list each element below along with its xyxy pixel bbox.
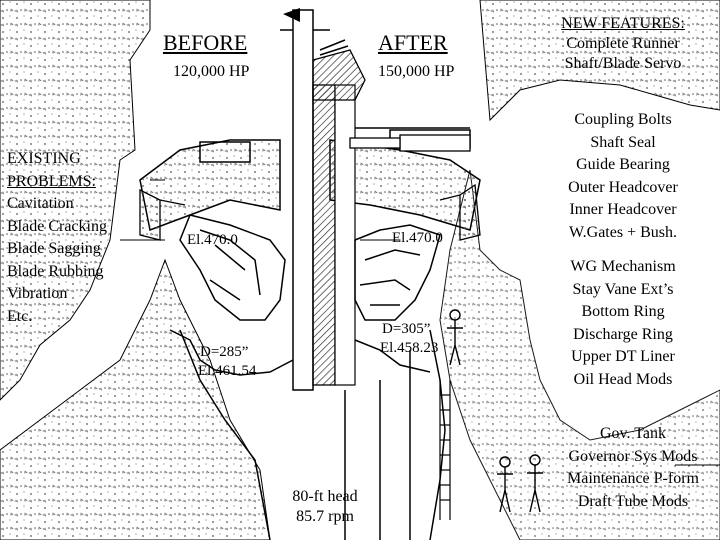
before-horsepower: 120,000 HP [173, 63, 250, 80]
feature-item: Discharge Ring [573, 325, 673, 343]
existing-problems-list: EXISTING PROBLEMS: Cavitation Blade Crac… [7, 148, 107, 328]
speed-value: 85.7 rpm [296, 508, 354, 525]
before-heading: BEFORE [163, 30, 248, 55]
feature-item: Outer Headcover [568, 178, 678, 196]
after-heading: AFTER [378, 30, 448, 55]
elevation-right: El.470.0 [392, 230, 443, 246]
new-features-title: NEW FEATURES: [561, 15, 685, 32]
runner-before [169, 214, 294, 376]
after-horsepower: 150,000 HP [378, 63, 455, 80]
problem-item: Vibration [7, 285, 68, 302]
feature-item: Gov. Tank [600, 425, 666, 442]
turbine-shaft [280, 8, 366, 391]
problem-item: Blade Cracking [7, 217, 107, 235]
worker-figures [447, 309, 543, 513]
feature-item: Guide Bearing [576, 156, 670, 173]
problem-item: Blade Rubbing [7, 262, 104, 280]
blade-servo [349, 134, 471, 152]
features-list-lower: Gov. Tank Governor Sys Mods Maintenance … [548, 423, 718, 513]
feature-item: Governor Sys Mods [568, 447, 698, 465]
elevation-left: El.470.0 [187, 232, 238, 248]
new-features-item: Complete Runner [566, 35, 680, 52]
feature-item: Bottom Ring [581, 303, 665, 320]
features-list-upper: Coupling Bolts Shaft Seal Guide Bearing … [553, 109, 693, 244]
problem-item: Cavitation [7, 195, 74, 212]
diameter-before: D=285” [200, 344, 249, 360]
leader-lines [120, 179, 720, 466]
concrete-left [0, 0, 271, 540]
feature-item: Stay Vane Ext’s [572, 280, 674, 298]
feature-item: Inner Headcover [569, 201, 677, 218]
throat-elevation-after: El.458.23 [380, 340, 439, 356]
feature-item: W.Gates + Bush. [569, 223, 677, 241]
feature-item: Shaft Seal [590, 133, 656, 151]
feature-item: Draft Tube Mods [577, 492, 689, 510]
feature-item: Maintenance P-form [567, 470, 699, 487]
feature-item: Oil Head Mods [573, 370, 673, 388]
feature-item: Coupling Bolts [574, 111, 672, 128]
runner-after [354, 224, 441, 373]
problem-item: Etc. [7, 307, 33, 325]
new-features-block: NEW FEATURES: Complete Runner Shaft/Blad… [538, 16, 708, 72]
concrete-right [439, 0, 720, 540]
problems-heading: PROBLEMS: [7, 172, 96, 190]
diameter-after: D=305” [382, 321, 431, 337]
feature-item: WG Mechanism [570, 258, 676, 275]
features-list-middle: WG Mechanism Stay Vane Ext’s Bottom Ring… [553, 256, 693, 391]
head-value: 80-ft head [292, 488, 358, 505]
feature-item: Upper DT Liner [571, 348, 675, 365]
operating-conditions: 80-ft head 85.7 rpm [270, 489, 380, 525]
access-ladder [439, 380, 451, 520]
throat-elevation-before: El.461.54 [198, 363, 257, 379]
draft-tube [179, 329, 446, 540]
new-features-item: Shaft/Blade Servo [564, 55, 682, 72]
problems-heading: EXISTING [7, 150, 81, 167]
problem-item: Blade Sagging [7, 240, 101, 257]
